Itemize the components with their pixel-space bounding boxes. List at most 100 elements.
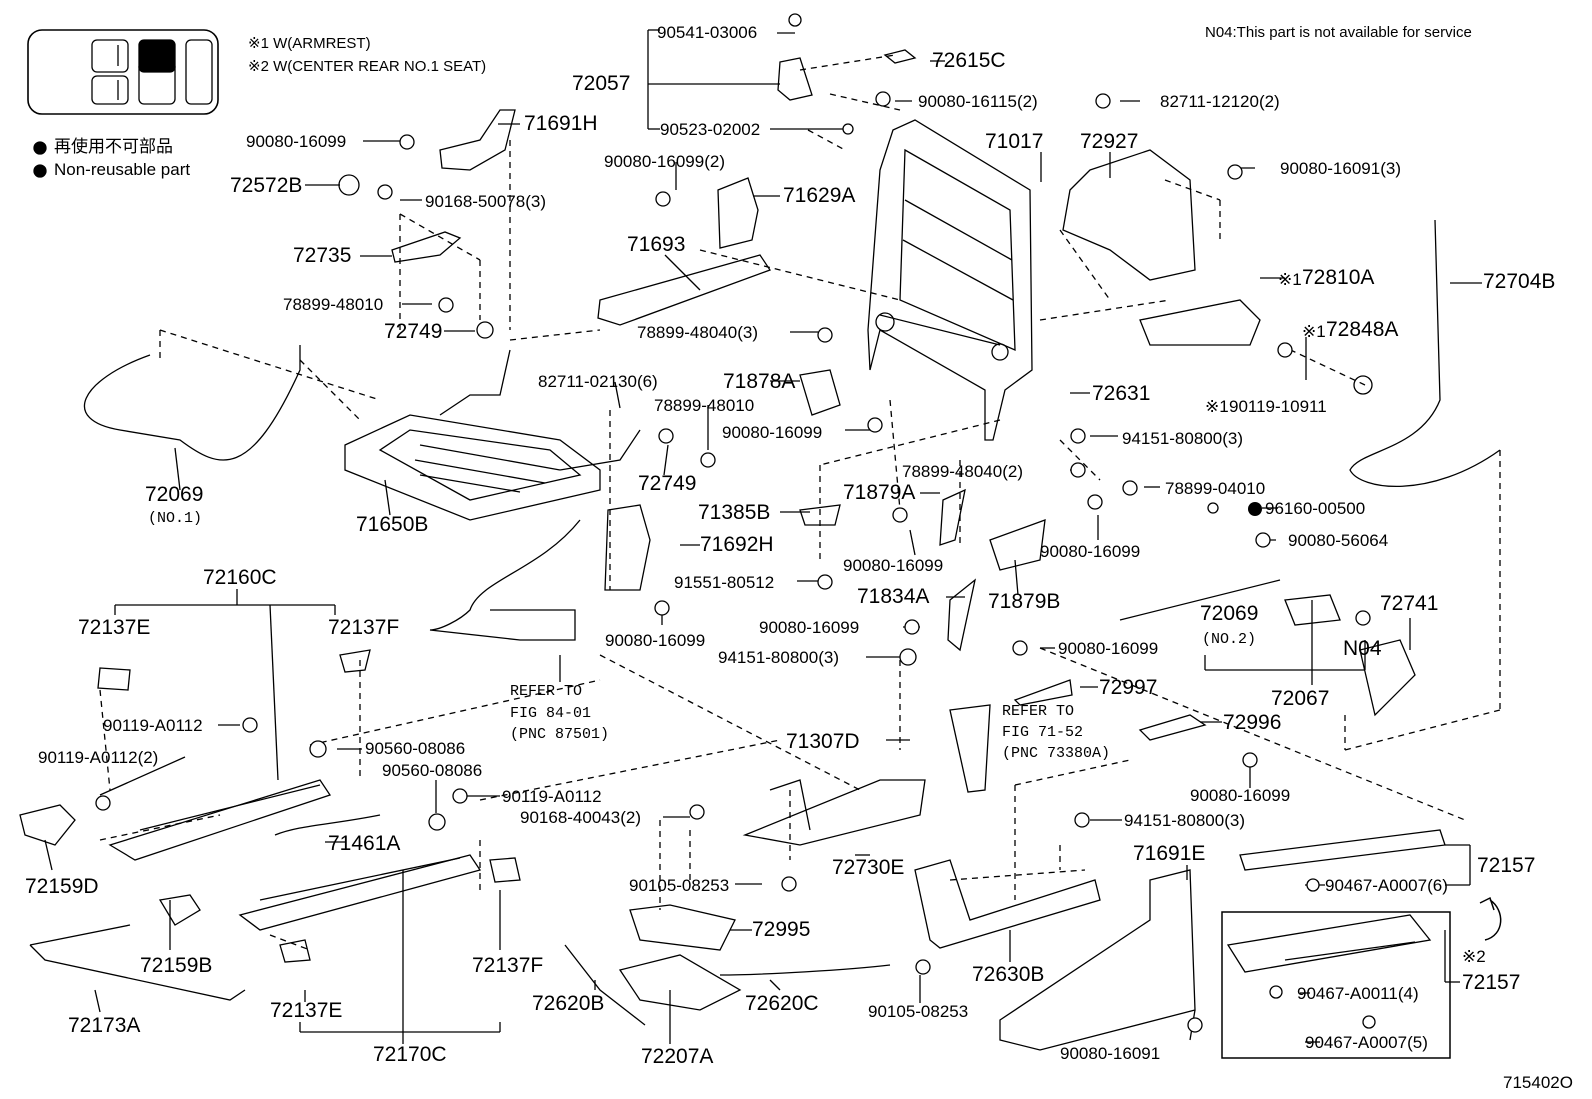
part-label[interactable]: 90080-16099: [843, 556, 944, 575]
part-label[interactable]: 72848A: [1326, 318, 1399, 341]
part-label[interactable]: 72067: [1271, 687, 1330, 710]
part-label[interactable]: 71629A: [783, 184, 856, 207]
part-label[interactable]: 72741: [1380, 592, 1439, 615]
part-label[interactable]: 71307D: [786, 730, 860, 753]
part-label[interactable]: 72157: [1462, 971, 1521, 994]
part-label[interactable]: 90080-16099: [1190, 786, 1291, 805]
part-label-mark: ※1: [1302, 322, 1326, 341]
part-label[interactable]: 90560-08086: [365, 739, 466, 758]
part-label[interactable]: 94151-80800(3): [1122, 429, 1243, 448]
part-label[interactable]: 72749: [638, 472, 697, 495]
part-label[interactable]: 90119-A0112(2): [38, 748, 159, 767]
part-label[interactable]: 72207A: [641, 1045, 714, 1068]
part-label[interactable]: 90467-A0007(5): [1305, 1033, 1428, 1052]
refer-fig84-line2[interactable]: FIG 84-01: [510, 705, 592, 722]
part-label[interactable]: 72137E: [78, 616, 151, 639]
part-label[interactable]: 90080-16091: [1060, 1044, 1161, 1063]
part-label[interactable]: 72057: [572, 72, 631, 95]
part-label[interactable]: 90080-16099(2): [604, 152, 725, 171]
part-label[interactable]: 90105-08253: [629, 876, 730, 895]
part-label[interactable]: 72927: [1080, 130, 1139, 153]
part-label[interactable]: 71878A: [723, 370, 796, 393]
part-label[interactable]: 96160-00500: [1265, 499, 1366, 518]
part-label[interactable]: 90523-02002: [660, 120, 761, 139]
part-label[interactable]: 90080-16099: [759, 618, 860, 637]
part-label[interactable]: 72997: [1099, 676, 1158, 699]
part-label[interactable]: 71693: [627, 233, 686, 256]
part-label[interactable]: 72735: [293, 244, 352, 267]
refer-fig71-line2[interactable]: FIG 71-52: [1002, 724, 1084, 741]
part-label[interactable]: 90467-A0011(4): [1297, 984, 1419, 1003]
part-label[interactable]: 78899-48010: [283, 295, 384, 314]
part-label[interactable]: 71879A: [843, 481, 916, 504]
part-label[interactable]: 90168-40043(2): [520, 808, 641, 827]
part-label[interactable]: 72996: [1223, 711, 1282, 734]
part-label[interactable]: 90119-A0112: [103, 716, 203, 735]
part-label[interactable]: 72615C: [932, 49, 1006, 72]
part-label[interactable]: 78899-48040(3): [637, 323, 758, 342]
part-label[interactable]: 82711-12120(2): [1160, 92, 1280, 111]
part-label[interactable]: 90119-10911: [1229, 397, 1327, 416]
part-label[interactable]: 72630B: [972, 963, 1045, 986]
part-label[interactable]: 72069: [1200, 602, 1259, 625]
part-label[interactable]: 91551-80512: [674, 573, 775, 592]
part-label[interactable]: 90119-A0112: [502, 787, 602, 806]
part-label[interactable]: 78899-48010: [654, 396, 755, 415]
part-label[interactable]: 90168-50078(3): [425, 192, 546, 211]
refer-fig71-line1: REFER TO: [1002, 703, 1075, 720]
part-label[interactable]: 94151-80800(3): [718, 648, 839, 667]
part-label[interactable]: 72704B: [1483, 270, 1556, 293]
part-label[interactable]: 94151-80800(3): [1124, 811, 1245, 830]
part-label[interactable]: 82711-02130(6): [538, 372, 658, 391]
part-label[interactable]: 72810A: [1302, 266, 1375, 289]
part-label[interactable]: 90080-16099: [1058, 639, 1159, 658]
part-label[interactable]: 71650B: [356, 513, 429, 536]
part-label[interactable]: 90080-16099: [1040, 542, 1141, 561]
part-label[interactable]: 72749: [384, 320, 443, 343]
part-label[interactable]: 90080-16115(2): [918, 92, 1038, 111]
part-label[interactable]: 90541-03006: [657, 23, 758, 42]
part-label[interactable]: 72137E: [270, 999, 343, 1022]
part-label[interactable]: 71461A: [328, 832, 401, 855]
part-label[interactable]: 71385B: [698, 501, 771, 524]
part-label[interactable]: 90560-08086: [382, 761, 483, 780]
part-label[interactable]: 90080-16099: [246, 132, 347, 151]
part-label[interactable]: 90080-16091(3): [1280, 159, 1401, 178]
part-label[interactable]: 72069: [145, 483, 204, 506]
part-label[interactable]: 78899-04010: [1165, 479, 1266, 498]
part-label-mark: ※1: [1278, 270, 1302, 289]
part-label[interactable]: 90080-56064: [1288, 531, 1389, 550]
part-label[interactable]: 72620C: [745, 992, 819, 1015]
part-label[interactable]: 72730E: [832, 856, 905, 879]
part-label[interactable]: 71692H: [700, 533, 774, 556]
part-label[interactable]: N04: [1343, 637, 1382, 660]
part-label[interactable]: 72159B: [140, 954, 213, 977]
part-label[interactable]: 72137F: [472, 954, 544, 977]
seat-position-icon: [27, 29, 219, 115]
part-label[interactable]: 90080-16099: [722, 423, 823, 442]
part-label[interactable]: 71691E: [1133, 842, 1206, 865]
part-label[interactable]: 71017: [985, 130, 1044, 153]
part-label-mark: ※2: [1462, 947, 1486, 966]
part-label[interactable]: 72173A: [68, 1014, 141, 1037]
part-label[interactable]: 72620B: [532, 992, 605, 1015]
part-label[interactable]: 72572B: [230, 174, 303, 197]
part-label[interactable]: 90467-A0007(6): [1325, 876, 1448, 895]
part-label[interactable]: 71879B: [988, 590, 1061, 613]
refer-fig84-line1: REFER TO: [510, 683, 583, 700]
part-label[interactable]: 90105-08253: [868, 1002, 969, 1021]
part-label[interactable]: 72159D: [25, 875, 99, 898]
part-label[interactable]: 72995: [752, 918, 811, 941]
part-label-sub: (NO.2): [1202, 631, 1257, 648]
part-label[interactable]: 71834A: [857, 585, 930, 608]
part-label[interactable]: 71691H: [524, 112, 598, 135]
part-label[interactable]: 78899-48040(2): [902, 462, 1023, 481]
part-label-sub: (NO.1): [148, 510, 203, 527]
part-label[interactable]: 72157: [1477, 854, 1536, 877]
part-label[interactable]: 90080-16099: [605, 631, 706, 650]
part-label[interactable]: 72137F: [328, 616, 400, 639]
refer-fig84-line3: (PNC 87501): [510, 726, 610, 743]
part-label[interactable]: 72631: [1092, 382, 1151, 405]
part-label[interactable]: 72160C: [203, 566, 277, 589]
part-label[interactable]: 72170C: [373, 1043, 447, 1066]
